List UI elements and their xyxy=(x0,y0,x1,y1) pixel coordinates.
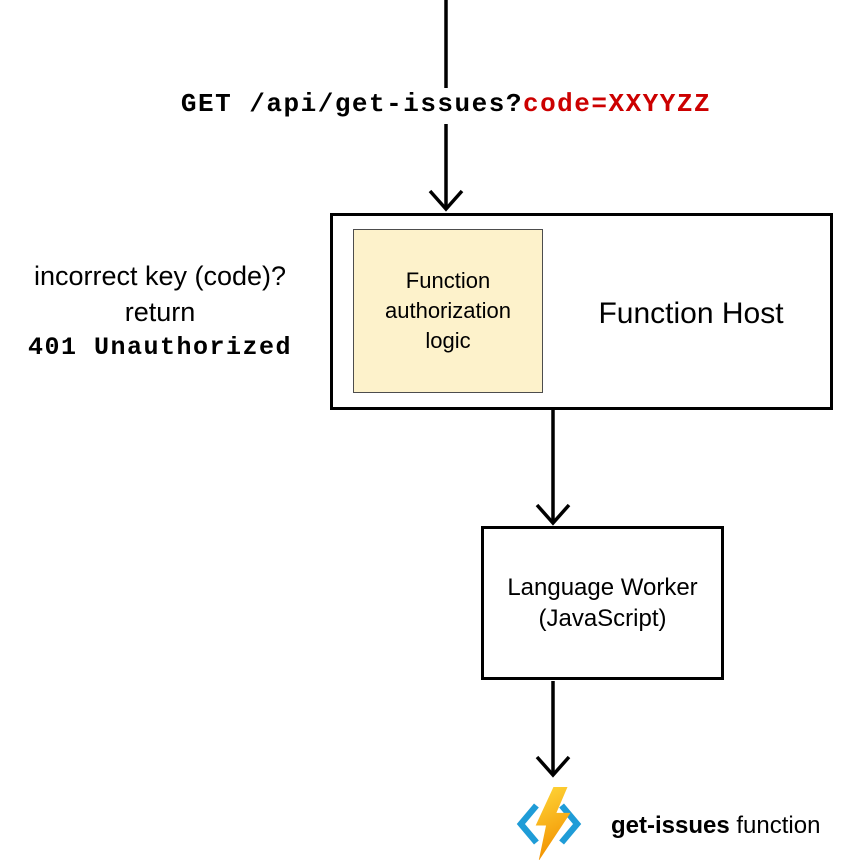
arrow-into-function-host-head xyxy=(428,189,464,212)
annotation-line-1: incorrect key (code)? xyxy=(33,261,287,291)
http-request-label: GET /api/get-issues?code=XXYYZZ xyxy=(181,89,711,119)
auth-box-line-2: authorization xyxy=(385,298,511,323)
left-angle-bracket-icon xyxy=(516,803,539,845)
function-name-label: get-issues function xyxy=(611,812,820,840)
arrow-worker-to-function-head xyxy=(535,755,571,778)
right-angle-bracket-icon xyxy=(559,803,582,845)
http-request-path: GET /api/get-issues? xyxy=(180,89,523,119)
function-host-label: Function Host xyxy=(598,297,784,330)
language-worker-line-2: (JavaScript) xyxy=(538,605,667,632)
annotation-status-code: 401 Unauthorized xyxy=(27,333,293,362)
language-worker-line-1: Language Worker xyxy=(507,574,698,601)
annotation-line-2: return xyxy=(124,297,196,327)
language-worker-box: Language Worker (JavaScript) xyxy=(481,526,724,680)
lightning-bolt-icon xyxy=(535,787,571,860)
unauthorized-annotation: incorrect key (code)? return 401 Unautho… xyxy=(28,258,292,366)
arrow-host-to-worker-head xyxy=(535,503,571,526)
function-name-suffix: function xyxy=(729,812,821,839)
auth-box-line-1: Function xyxy=(405,268,491,293)
azure-functions-icon xyxy=(516,787,582,860)
function-name-bold: get-issues xyxy=(611,812,730,839)
function-host-box: Function authorization logic Function Ho… xyxy=(330,213,833,410)
http-request-code-param: code=XXYYZZ xyxy=(522,89,712,119)
function-authorization-box: Function authorization logic xyxy=(353,229,543,393)
auth-box-line-3: logic xyxy=(425,328,471,353)
